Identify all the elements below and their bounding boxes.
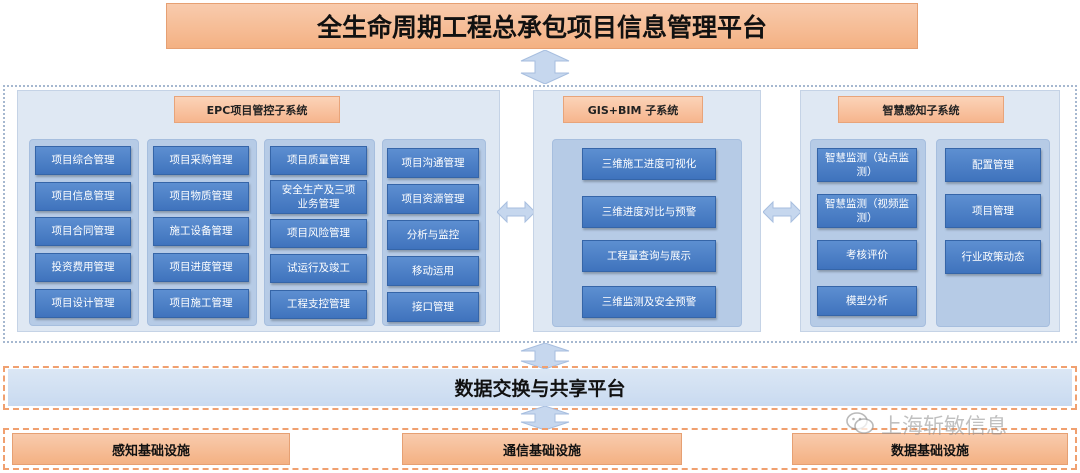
module-mobile-application[interactable]: 移动运用 <box>387 256 479 286</box>
communication-infrastructure: 通信基础设施 <box>402 433 682 465</box>
module-investment-cost[interactable]: 投资费用管理 <box>35 253 131 282</box>
wechat-icon <box>845 410 875 441</box>
module-project-information[interactable]: 项目信息管理 <box>35 182 131 211</box>
double-arrow-vertical-icon <box>517 343 573 369</box>
platform-title: 全生命周期工程总承包项目信息管理平台 <box>166 3 918 49</box>
epc-subsystem-title: EPC项目管控子系统 <box>174 96 340 123</box>
module-project-risk[interactable]: 项目风险管理 <box>270 219 367 248</box>
module-project-quality[interactable]: 项目质量管理 <box>270 146 367 175</box>
data-exchange-platform: 数据交换与共享平台 <box>8 369 1072 406</box>
module-smart-monitoring-video[interactable]: 智慧监测（视频监测） <box>817 194 917 228</box>
double-arrow-horizontal-icon <box>763 200 801 224</box>
module-3d-monitoring-warning[interactable]: 三维监测及安全预警 <box>582 286 716 318</box>
infrastructure-frame <box>3 428 1077 470</box>
module-engineering-payment[interactable]: 工程支控管理 <box>270 290 367 319</box>
module-industry-policy[interactable]: 行业政策动态 <box>945 240 1041 274</box>
double-arrow-vertical-icon <box>517 50 573 84</box>
module-3d-progress-comparison[interactable]: 三维进度对比与预警 <box>582 196 716 228</box>
module-project-schedule[interactable]: 项目进度管理 <box>153 253 249 282</box>
module-trial-operation[interactable]: 试运行及竣工 <box>270 254 367 283</box>
module-construction-equipment[interactable]: 施工设备管理 <box>153 217 249 246</box>
double-arrow-horizontal-icon <box>497 200 535 224</box>
module-project-construction[interactable]: 项目施工管理 <box>153 289 249 318</box>
module-project-communication[interactable]: 项目沟通管理 <box>387 148 479 178</box>
module-project-procurement[interactable]: 项目采购管理 <box>153 146 249 175</box>
module-project-materials[interactable]: 项目物质管理 <box>153 182 249 211</box>
smart-sensing-subsystem-title: 智慧感知子系统 <box>838 96 1004 123</box>
watermark-text: 上海斩敏信息 <box>881 414 1007 438</box>
module-configuration[interactable]: 配置管理 <box>945 148 1041 182</box>
module-model-analysis[interactable]: 模型分析 <box>817 286 917 316</box>
module-quantity-query[interactable]: 工程量查询与展示 <box>582 240 716 272</box>
gis-bim-subsystem-title: GIS+BIM 子系统 <box>563 96 703 123</box>
module-interface-management[interactable]: 接口管理 <box>387 292 479 322</box>
module-project-contract[interactable]: 项目合同管理 <box>35 217 131 246</box>
module-project-integration[interactable]: 项目综合管理 <box>35 146 131 175</box>
data-infrastructure: 数据基础设施 <box>792 433 1068 465</box>
sensing-infrastructure: 感知基础设施 <box>12 433 290 465</box>
module-analysis-monitoring[interactable]: 分析与监控 <box>387 220 479 250</box>
double-arrow-vertical-icon <box>517 406 573 430</box>
module-assessment-evaluation[interactable]: 考核评价 <box>817 240 917 270</box>
module-safety-production[interactable]: 安全生产及三项业务管理 <box>270 180 367 214</box>
module-3d-progress-visualization[interactable]: 三维施工进度可视化 <box>582 148 716 180</box>
module-project-resources[interactable]: 项目资源管理 <box>387 184 479 214</box>
module-smart-monitoring-station[interactable]: 智慧监测（站点监测） <box>817 148 917 182</box>
module-project-management[interactable]: 项目管理 <box>945 194 1041 228</box>
watermark: 上海斩敏信息 <box>845 410 1045 440</box>
module-project-design[interactable]: 项目设计管理 <box>35 289 131 318</box>
